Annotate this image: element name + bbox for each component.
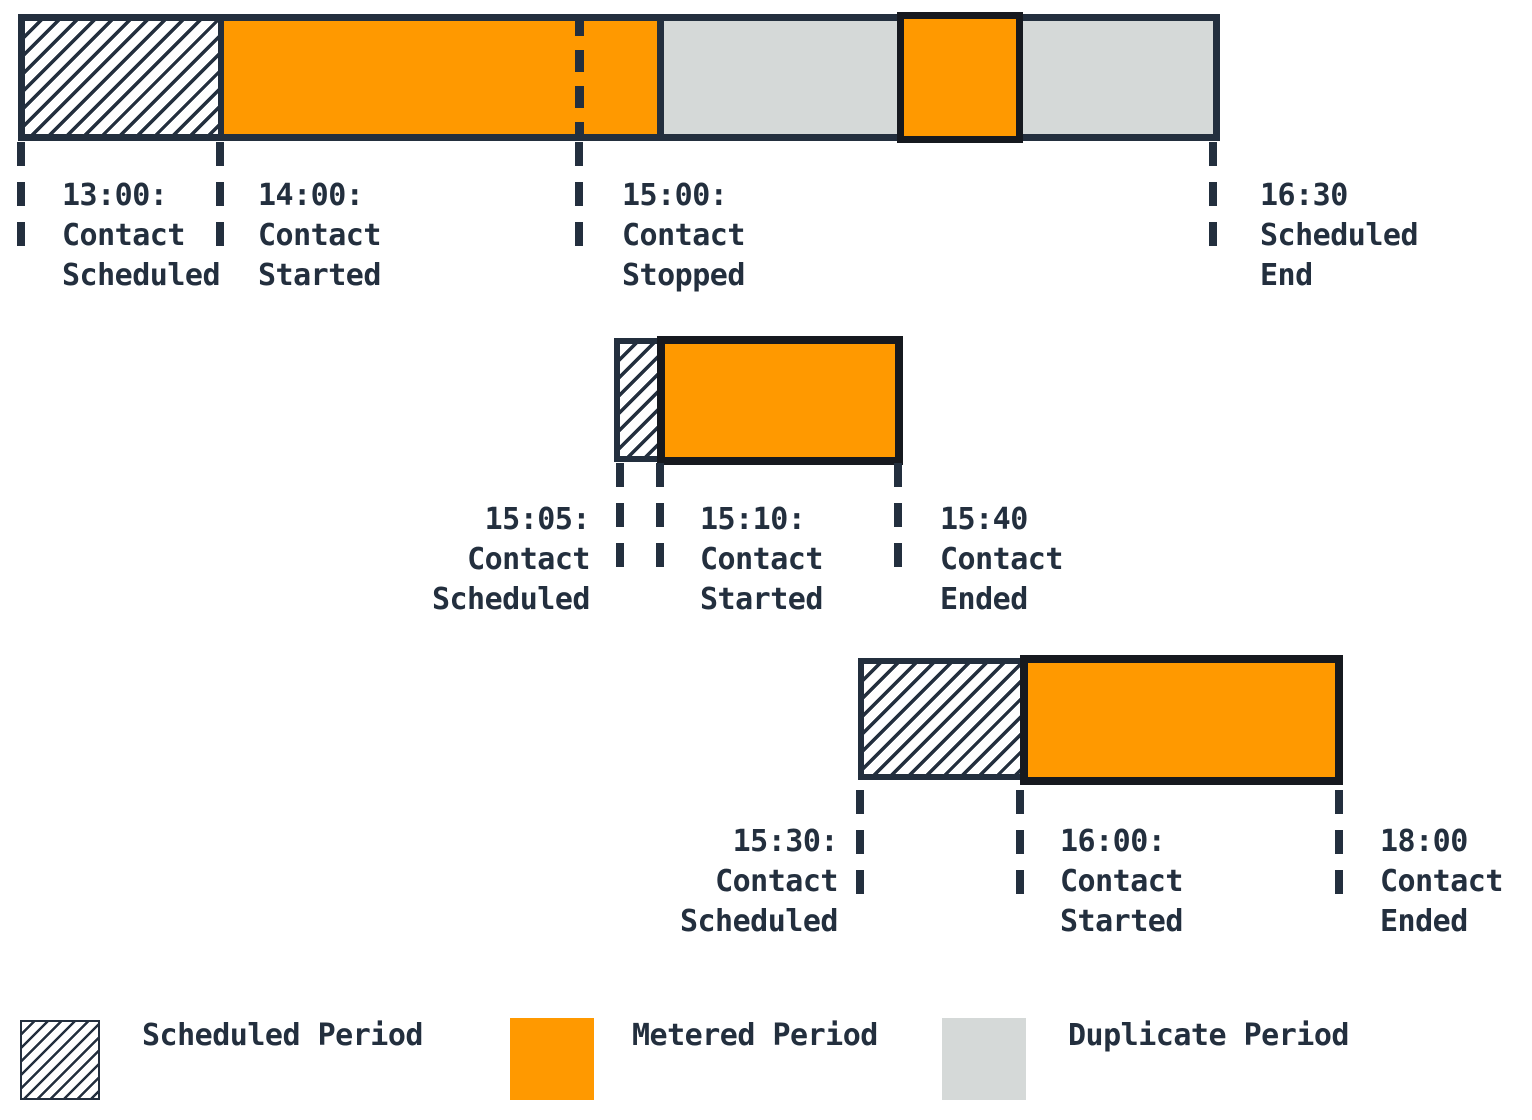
event-label-contact-scheduled-13-00: 13:00: Contact Scheduled (62, 178, 221, 293)
tick-15-10 (656, 463, 664, 567)
tick-15-00 (575, 142, 583, 246)
legend-metered-period-swatch (510, 1018, 594, 1100)
event-label-contact-ended-15-40: 15:40 Contact Ended (940, 502, 1063, 617)
event-label-contact-ended-18-00: 18:00 Contact Ended (1380, 824, 1503, 939)
legend-duplicate-period-swatch (942, 1018, 1026, 1100)
event-label-contact-stopped-15-00: 15:00: Contact Stopped (622, 178, 745, 293)
legend-duplicate-period-label: Duplicate Period (1068, 1018, 1349, 1053)
event-label-scheduled-end-16-30: 16:30 Scheduled End (1260, 178, 1419, 293)
contact-stopped-dashed-marker (575, 14, 584, 141)
tick-14-00 (216, 142, 224, 246)
timeline-1-scheduled-period-segment (25, 21, 224, 134)
timeline-3-metered-period-segment (1020, 655, 1343, 785)
tick-15-30 (856, 790, 864, 894)
timeline-1-duplicate-period-segment-1 (664, 21, 897, 134)
timeline-2-scheduled-period-segment (614, 338, 657, 462)
tick-15-05 (616, 463, 624, 567)
tick-16-30 (1209, 142, 1217, 246)
timeline-1-metered-period-segment (224, 21, 664, 134)
legend-metered-period-label: Metered Period (632, 1018, 878, 1053)
timeline-1-bar (18, 12, 1220, 143)
tick-16-00 (1016, 790, 1024, 894)
timeline-2-metered-period-segment (657, 336, 903, 465)
event-label-contact-started-14-00: 14:00: Contact Started (258, 178, 381, 293)
legend-scheduled-period-label: Scheduled Period (142, 1018, 423, 1053)
timeline-3-scheduled-period-segment (858, 658, 1020, 780)
timeline-1-overlap-metered-segment (897, 12, 1023, 143)
legend-scheduled-period-swatch (20, 1020, 100, 1100)
tick-15-40 (894, 463, 902, 567)
tick-13-00 (17, 142, 25, 246)
event-label-contact-scheduled-15-05: 15:05: Contact Scheduled (431, 502, 591, 617)
event-label-contact-started-15-10: 15:10: Contact Started (700, 502, 823, 617)
event-label-contact-started-16-00: 16:00: Contact Started (1060, 824, 1183, 939)
tick-18-00 (1335, 790, 1343, 894)
event-label-contact-scheduled-15-30: 15:30: Contact Scheduled (679, 824, 839, 939)
timeline-1-duplicate-period-segment-2 (1023, 21, 1213, 134)
